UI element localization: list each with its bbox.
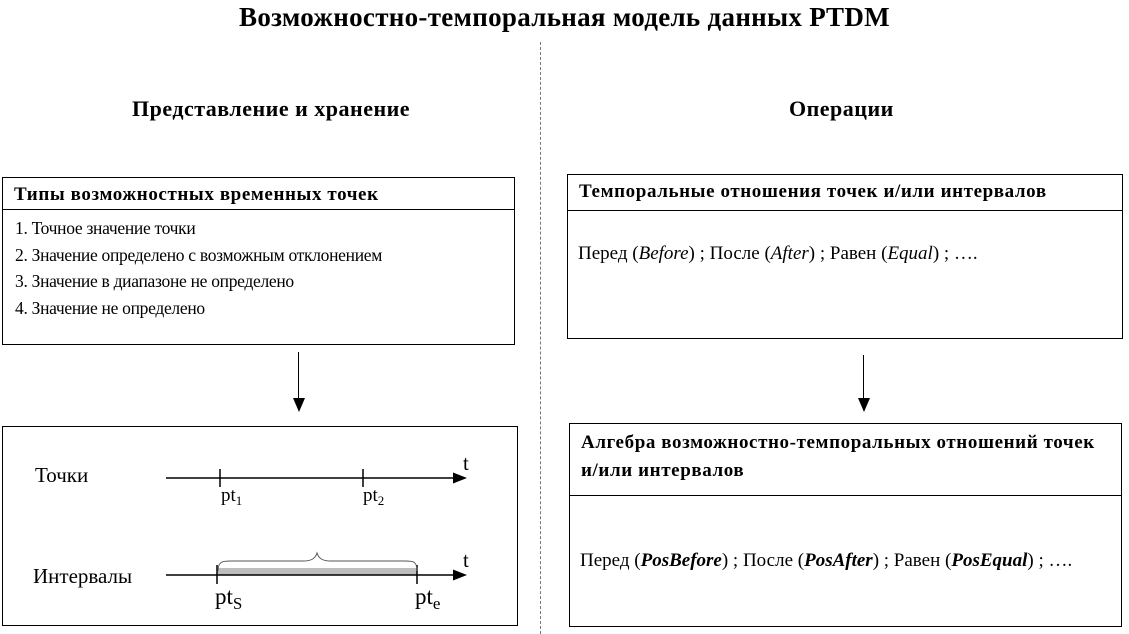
points-label: Точки bbox=[35, 463, 89, 487]
pte-label: pte bbox=[415, 584, 441, 613]
interval-bar bbox=[217, 568, 417, 575]
algebra-operations: Перед (PosBefore) ; После (PosAfter) ; Р… bbox=[580, 550, 1073, 571]
left-arrow-shaft bbox=[298, 352, 299, 398]
left-arrow-head bbox=[293, 398, 305, 412]
diagram-title: Возможностно-темпоральная модель данных … bbox=[239, 2, 890, 32]
timeline-box: Точки Интервалы t t pt1 pt2 ptS pte bbox=[2, 426, 518, 626]
list-item: 3. Значение в диапазоне не определено bbox=[15, 271, 294, 291]
intervals-label: Интервалы bbox=[33, 564, 133, 588]
right-column-heading: Операции bbox=[789, 96, 894, 121]
left-column-heading: Представление и хранение bbox=[132, 96, 411, 121]
right-arrow-shaft bbox=[863, 355, 864, 399]
point-types-header: Типы возможностных временных точек bbox=[3, 178, 514, 210]
interval-brace bbox=[217, 551, 418, 572]
points-axis-arrow bbox=[453, 472, 467, 484]
timeline-diagram bbox=[166, 469, 467, 584]
relations-header: Темпоральные отношения точек и/или интер… bbox=[568, 175, 1122, 211]
relations-operations: Перед (Before) ; После (After) ; Равен (… bbox=[578, 243, 978, 264]
algebra-box: Алгебра возможностно-темпоральных отноше… bbox=[569, 423, 1122, 627]
points-axis-label: t bbox=[463, 451, 469, 475]
point-types-list: 1. Точное значение точки 2. Значение опр… bbox=[3, 210, 514, 321]
intervals-axis-label: t bbox=[463, 548, 469, 572]
list-item: 4. Значение не определено bbox=[15, 297, 205, 318]
right-arrow-head bbox=[858, 398, 870, 412]
list-item: 1. Точное значение точки bbox=[15, 218, 196, 238]
relations-box: Темпоральные отношения точек и/или интер… bbox=[567, 174, 1123, 339]
list-item: 2. Значение определено с возможным откло… bbox=[15, 244, 383, 265]
point-types-box: Типы возможностных временных точек 1. То… bbox=[2, 177, 515, 345]
pts-label: ptS bbox=[215, 584, 243, 613]
column-divider bbox=[540, 42, 541, 634]
algebra-header: Алгебра возможностно-темпоральных отноше… bbox=[570, 424, 1121, 496]
pt2-label: pt2 bbox=[363, 485, 385, 508]
pt1-label: pt1 bbox=[221, 485, 243, 508]
intervals-axis-arrow bbox=[453, 569, 467, 581]
